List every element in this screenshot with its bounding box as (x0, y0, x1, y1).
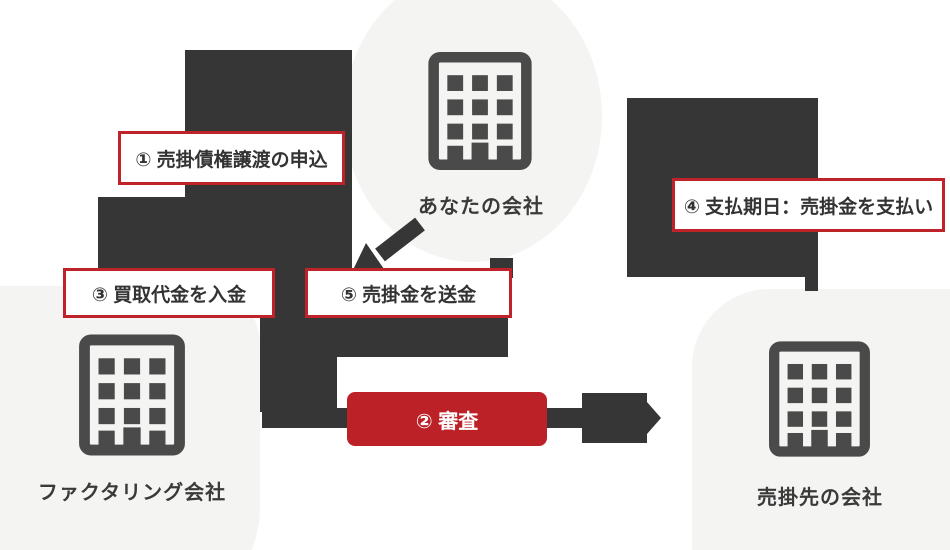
step-box-application: ① 売掛債権譲渡の申込 (118, 131, 345, 185)
entity-label-client-company: 売掛先の会社 (757, 487, 883, 509)
building-icon (428, 52, 532, 170)
step-box-remittance: ⑤ 売掛金を送金 (305, 268, 512, 318)
blob-slash-highlight (568, 226, 592, 268)
building-icon (769, 341, 870, 457)
building-icon (79, 334, 185, 456)
entity-label-factoring-company: ファクタリング会社 (37, 482, 227, 504)
step-box-deposit: ③ 買取代金を入金 (63, 268, 275, 318)
entity-label-your-company: あなたの会社 (418, 196, 544, 218)
step-box-payment-due: ④ 支払期日：売掛金を支払い (672, 178, 945, 232)
step-box-screening: ② 審査 (347, 392, 547, 446)
screening-arrowhead-icon (647, 402, 661, 434)
